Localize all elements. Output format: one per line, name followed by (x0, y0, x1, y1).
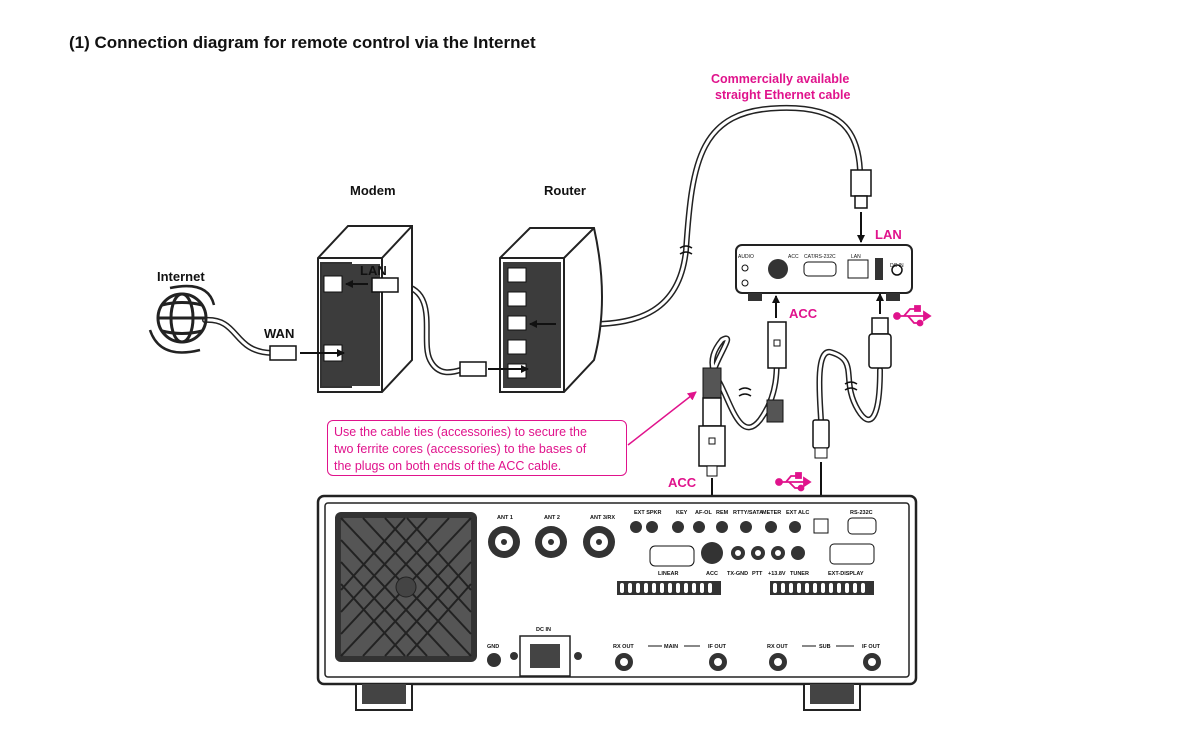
unit-dcin-label: DC IN (890, 263, 904, 269)
ant1-label: ANT 1 (497, 515, 513, 521)
cable-label-line2: straight Ethernet cable (715, 88, 850, 102)
globe-icon (148, 284, 216, 354)
unit-lan-port (847, 259, 869, 279)
router (499, 227, 603, 393)
gnd-label: GND (487, 644, 499, 650)
page-title: (1) Connection diagram for remote contro… (69, 33, 536, 52)
ext-display-label: EXT-DISPLAY (828, 571, 864, 577)
note-line: two ferrite cores (accessories) to the b… (334, 442, 587, 456)
unit-lan-label: LAN (875, 227, 902, 242)
internet-label: Internet (157, 269, 205, 284)
note-line: the plugs on both ends of the ACC cable. (334, 459, 562, 473)
rem-label: REM (716, 510, 729, 516)
txgnd-label: TX-GND (727, 571, 748, 577)
acc-port-label: ACC (706, 571, 718, 577)
router-label: Router (544, 183, 586, 198)
usb-icon (775, 472, 812, 492)
radio-panel-labels: ANT 1 ANT 2 ANT 3/RX EXT SPKR KEY AF-OL … (487, 510, 881, 650)
note-line: Use the cable ties (accessories) to secu… (334, 425, 587, 439)
af-ol-label: AF-OL (695, 510, 712, 516)
ant2-label: ANT 2 (544, 515, 560, 521)
ext-alc-label: EXT ALC (786, 510, 809, 516)
meter-label: METER (762, 510, 781, 516)
unit-audio-label: AUDIO (738, 254, 754, 260)
modem (317, 225, 413, 393)
usb-plug-bottom (812, 419, 830, 505)
modem-lan-port (323, 275, 343, 293)
modem-lan-label: LAN (360, 263, 387, 278)
unit-lan-port-label: LAN (851, 254, 861, 260)
cable-label-line1: Commercially available (711, 72, 849, 86)
linear-label: LINEAR (658, 571, 679, 577)
transceiver (316, 494, 918, 711)
ferrite-core-note: Use the cable ties (accessories) to secu… (327, 420, 627, 476)
cable-break-marks (679, 245, 858, 397)
ant3-label: ANT 3/RX (590, 515, 615, 521)
acc-plug-top (702, 295, 787, 423)
dc-in-label: DC IN (536, 627, 551, 633)
rs232c-label: RS-232C (850, 510, 873, 516)
remote-unit (735, 244, 913, 301)
wan-label: WAN (264, 326, 294, 341)
modem-label: Modem (350, 183, 396, 198)
unit-acc-cable-label: ACC (789, 306, 818, 321)
ptt-label: PTT (752, 571, 763, 577)
tuner-label: TUNER (790, 571, 809, 577)
radio-acc-cable-label: ACC (668, 475, 697, 490)
key-label: KEY (676, 510, 688, 516)
lower-jacks (649, 542, 875, 567)
sub-label: SUB (819, 644, 831, 650)
main-label: MAIN (664, 644, 678, 650)
bottom-connectors (487, 635, 881, 677)
cables (202, 104, 883, 431)
fan-icon (335, 512, 477, 662)
unit-ethernet-plug (850, 169, 872, 243)
if-out-sub-label: IF OUT (862, 644, 881, 650)
if-out-main-label: IF OUT (708, 644, 727, 650)
v138-label: +13.8V (768, 571, 786, 577)
rx-out-main-label: RX OUT (613, 644, 634, 650)
acc-plug-bottom (698, 397, 726, 537)
ext-spkr-label: EXT SPKR (634, 510, 662, 516)
unit-cat-label: CAT/RS-232C (804, 254, 836, 260)
rx-out-sub-label: RX OUT (767, 644, 788, 650)
usb-plug-top (868, 293, 892, 369)
jack-row (630, 517, 877, 535)
usb-icon (893, 305, 932, 327)
rtty-label: RTTY/SATA (733, 510, 763, 516)
antenna-connectors (488, 526, 615, 558)
unit-acc-label: ACC (788, 254, 799, 260)
callout-pointer (627, 391, 697, 446)
